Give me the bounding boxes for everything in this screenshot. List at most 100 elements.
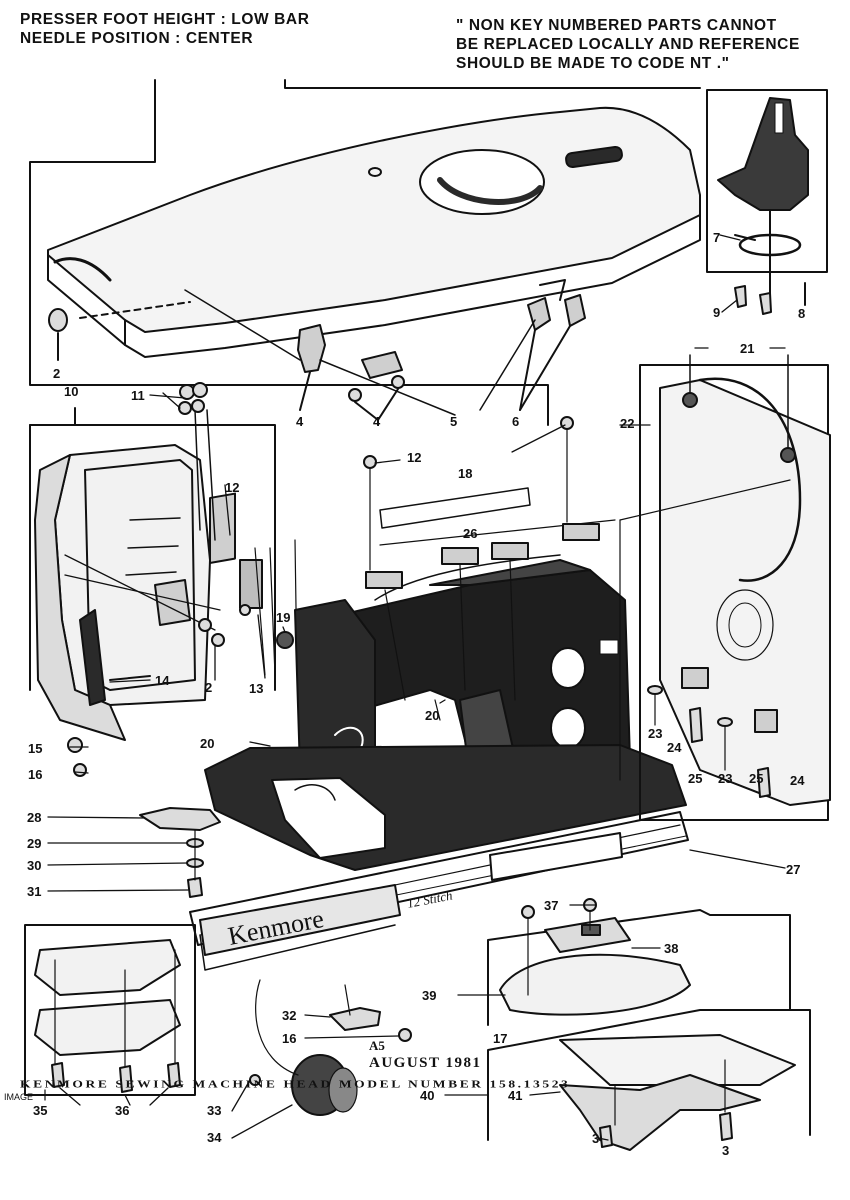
part-12-hinge	[198, 492, 263, 647]
side-cover-edge	[34, 454, 126, 741]
top-cover-group	[29, 79, 701, 426]
label-9: 9	[713, 305, 720, 320]
label-37: 37	[544, 898, 558, 913]
label-26: 26	[463, 526, 477, 541]
bed-plate	[204, 744, 687, 871]
part-26-plate-a	[365, 571, 403, 589]
needle-bar-assembly	[717, 97, 809, 211]
label-7: 7	[713, 230, 720, 245]
label-12: 12	[407, 450, 421, 465]
label-4: 4	[296, 414, 304, 429]
label-21: 21	[740, 341, 754, 356]
header-left: PRESSER FOOT HEIGHT : LOW BAR NEEDLE POS…	[20, 10, 310, 48]
label-24: 24	[790, 773, 805, 788]
part-39-plate	[499, 953, 691, 1016]
bracket-parts-18-26	[363, 416, 616, 721]
label-29: 29	[27, 836, 41, 851]
part-32-bracket	[329, 1007, 381, 1031]
label-32: 32	[282, 1008, 296, 1023]
label-8: 8	[798, 306, 805, 321]
top-cover-frame	[29, 79, 549, 426]
label-18: 18	[458, 466, 472, 481]
header-right-note: " NON KEY NUMBERED PARTS CANNOT BE REPLA…	[456, 16, 800, 73]
label-16: 16	[282, 1031, 296, 1046]
front-name-plate	[189, 811, 689, 971]
base-plates-box	[24, 924, 196, 1101]
label-20: 20	[200, 736, 214, 751]
motor-parts	[249, 979, 412, 1116]
arm-hole-upper	[550, 647, 586, 689]
label-27: 27	[786, 862, 800, 877]
label-3: 3	[592, 1131, 599, 1146]
right-cover-body	[659, 379, 831, 806]
label-38: 38	[664, 941, 678, 956]
label-36: 36	[115, 1103, 129, 1118]
label-20: 20	[425, 708, 439, 723]
arm-hole-lower	[550, 707, 586, 749]
part-number-labels: 2 2 3 3 4 4 5 6 7 8 9 10 11 12 12 13 14 …	[27, 230, 805, 1158]
part-21-screw-right	[780, 447, 796, 463]
needle-mechanism-box	[706, 89, 828, 315]
label-35: 35	[33, 1103, 47, 1118]
label-34: 34	[207, 1130, 222, 1145]
part-9-screws	[734, 285, 772, 315]
label-5: 5	[450, 414, 457, 429]
part-26-plate-c	[491, 542, 529, 560]
label-28: 28	[27, 810, 41, 825]
label-25: 25	[749, 771, 763, 786]
leader-lines	[47, 234, 786, 1141]
part-2-plug	[48, 308, 68, 332]
part-11-screws	[178, 382, 208, 415]
part-6-clips	[519, 279, 586, 411]
part-16-washer	[73, 763, 87, 777]
label-17: 17	[493, 1031, 507, 1046]
label-31: 31	[27, 884, 41, 899]
part-21-screw-left	[682, 392, 698, 408]
label-33: 33	[207, 1103, 221, 1118]
part-24-25-screws	[647, 685, 771, 798]
needle-position-text: NEEDLE POSITION : CENTER	[20, 30, 254, 47]
label-6: 6	[512, 414, 519, 429]
spool-slot	[565, 145, 623, 169]
part-28-plate	[139, 807, 221, 831]
label-16: 16	[28, 767, 42, 782]
feed-dog-box	[487, 898, 791, 1026]
label-30: 30	[27, 858, 41, 873]
base-plate-upper	[34, 939, 181, 996]
page-mark: Image	[4, 1092, 34, 1102]
part-4-bracket	[297, 324, 326, 411]
label-2: 2	[53, 366, 60, 381]
label-40: 40	[420, 1088, 434, 1103]
left-side-cover-group	[29, 382, 298, 777]
part-40-plate	[559, 1034, 796, 1086]
bed-fastener-parts	[139, 807, 221, 898]
cover-screw-hole	[368, 167, 382, 177]
note-line-3: SHOULD BE MADE TO CODE NT ."	[456, 55, 730, 72]
label-39: 39	[422, 988, 436, 1003]
part-15-screw	[67, 737, 83, 753]
label-11: 11	[131, 388, 145, 403]
part-19-knob	[276, 631, 294, 649]
label-15: 15	[28, 741, 42, 756]
right-side-cover-group	[619, 354, 831, 821]
label-25: 25	[688, 771, 702, 786]
top-cover-body	[47, 106, 701, 333]
label-22: 22	[620, 416, 634, 431]
label-23: 23	[648, 726, 662, 741]
label-14: 14	[155, 673, 170, 688]
label-41: 41	[508, 1088, 522, 1103]
label-10: 10	[64, 384, 78, 399]
note-line-2: BE REPLACED LOCALLY AND REFERENCE	[456, 36, 800, 53]
label-23: 23	[718, 771, 732, 786]
bed-plate-opening	[271, 777, 386, 859]
top-cover-frame-top	[284, 79, 701, 89]
label-3: 3	[722, 1143, 729, 1158]
date-code: A5	[369, 1038, 385, 1053]
note-line-1: " NON KEY NUMBERED PARTS CANNOT	[456, 17, 777, 34]
label-13: 13	[249, 681, 263, 696]
publication-date: AUGUST 1981	[369, 1055, 482, 1071]
top-cover-front-edge	[47, 214, 701, 358]
label-4: 4	[373, 414, 381, 429]
label-12: 12	[225, 480, 239, 495]
